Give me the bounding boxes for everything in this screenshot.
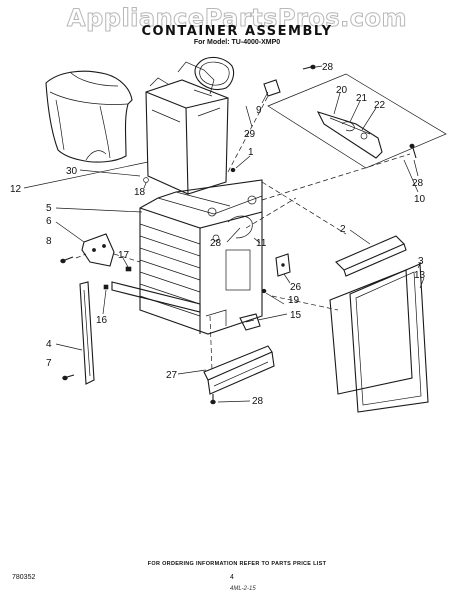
callout-4: 4 [46, 339, 52, 350]
callout-2: 2 [340, 224, 346, 235]
callout-16: 16 [96, 315, 108, 326]
model-subtitle: For Model: TU-4000-XMP0 [193, 39, 281, 46]
callout-20: 20 [336, 85, 348, 96]
part-panel-frame [349, 263, 429, 413]
callout-15: 15 [290, 310, 302, 321]
assembly-dashed-lines [75, 95, 411, 371]
callout-18: 18 [134, 187, 146, 198]
part-screw-19 [261, 288, 267, 294]
part-screw-28-right [409, 143, 417, 159]
part-switch-plate [267, 73, 447, 169]
callout-numbers: 28 9 29 20 21 22 28 10 1 30 12 18 5 6 8 … [10, 62, 426, 407]
callout-17: 17 [118, 250, 130, 261]
catalog-number: 780352 [12, 574, 36, 581]
part-slide-rail [79, 281, 95, 385]
page-number: 4 [230, 574, 234, 581]
part-front-trim [203, 345, 275, 395]
part-clip-17 [125, 266, 132, 272]
callout-27: 27 [166, 370, 178, 381]
part-screw-1 [230, 167, 236, 173]
part-bracket-26 [275, 253, 291, 277]
callout-19: 19 [288, 295, 300, 306]
part-bag-holder [145, 61, 229, 195]
callout-1: 1 [248, 147, 254, 158]
callout-9: 9 [256, 105, 262, 116]
part-screw-28-bottom [210, 394, 216, 405]
callout-22: 22 [374, 100, 386, 111]
callout-28-right: 28 [412, 178, 424, 189]
callout-13: 13 [414, 270, 426, 281]
part-nut-18 [143, 177, 149, 183]
watermark: AppliancePartsPros.com [67, 4, 407, 33]
part-trash-bag [45, 70, 133, 163]
callout-21: 21 [356, 93, 368, 104]
part-latch [239, 313, 261, 331]
part-bag-ring [194, 56, 235, 91]
callout-6: 6 [46, 216, 52, 227]
part-lower-channel [111, 281, 201, 313]
callout-5: 5 [46, 203, 52, 214]
leader-lines [23, 65, 425, 403]
callout-3: 3 [418, 256, 424, 267]
callout-28-mid: 28 [210, 238, 222, 249]
part-side-bracket [81, 233, 115, 267]
callout-8: 8 [46, 236, 52, 247]
callout-28-bottom: 28 [252, 396, 264, 407]
callout-11: 11 [256, 238, 267, 249]
part-clip-16 [103, 284, 109, 290]
ordering-note: FOR ORDERING INFORMATION REFER TO PARTS … [147, 561, 327, 567]
callout-28-top: 28 [322, 62, 334, 73]
part-front-panel [329, 269, 413, 395]
part-container-drawer [139, 179, 263, 335]
page-title: CONTAINER ASSEMBLY [141, 24, 333, 39]
part-screw-7 [62, 374, 75, 381]
part-screw-8 [60, 256, 74, 264]
callout-7: 7 [46, 358, 52, 369]
part-switch-assembly [316, 111, 383, 159]
print-code: 4ML-2-15 [230, 586, 256, 592]
callout-12: 12 [10, 184, 22, 195]
part-handle [335, 235, 407, 277]
callout-29: 29 [244, 129, 256, 140]
callout-26: 26 [290, 282, 302, 293]
callout-30: 30 [66, 166, 78, 177]
callout-10: 10 [414, 194, 426, 205]
part-screw-28-top [302, 64, 316, 70]
part-bracket-9 [263, 79, 281, 97]
